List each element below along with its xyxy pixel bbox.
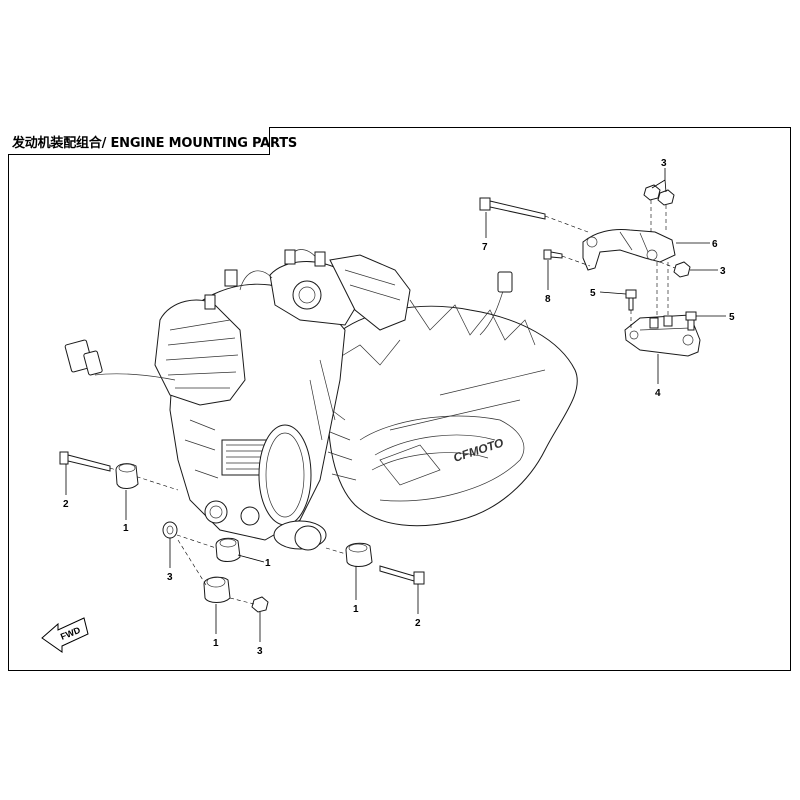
bushing-mid bbox=[215, 537, 241, 562]
bolt-long-left bbox=[59, 451, 179, 491]
title-box: 发动机装配组合/ ENGINE MOUNTING PARTS bbox=[8, 127, 297, 155]
callout-1-bottom: 1 bbox=[213, 638, 219, 649]
bolt-5-right bbox=[685, 311, 697, 331]
callout-5-left: 5 bbox=[590, 288, 596, 299]
rubber-mount-pad bbox=[624, 314, 701, 357]
callout-1-left: 1 bbox=[123, 523, 129, 534]
bolt-long-right bbox=[325, 547, 425, 585]
bushing-right bbox=[345, 542, 373, 567]
guide-bushing-bottom bbox=[177, 539, 207, 586]
washer-left bbox=[162, 521, 178, 539]
callout-3-bottom: 3 bbox=[257, 646, 263, 657]
callout-6: 6 bbox=[712, 239, 718, 250]
page-title: 发动机装配组合/ ENGINE MOUNTING PARTS bbox=[12, 136, 298, 151]
callout-leaders bbox=[65, 168, 726, 642]
callout-1-right: 1 bbox=[353, 604, 359, 615]
fwd-arrow-icon: FWD bbox=[41, 617, 89, 653]
callout-2-left: 2 bbox=[63, 499, 69, 510]
callout-2-right: 2 bbox=[415, 618, 421, 629]
callout-8: 8 bbox=[545, 294, 551, 305]
callout-3-top: 3 bbox=[661, 158, 667, 169]
bolt-5-left bbox=[625, 289, 637, 330]
diagram-frame bbox=[8, 127, 791, 671]
engine-assembly: CFMOTO bbox=[64, 249, 578, 551]
guide-washer bbox=[176, 534, 217, 549]
bolt-long-7 bbox=[479, 197, 589, 233]
callout-5-right: 5 bbox=[729, 312, 735, 323]
nut-pair-top bbox=[643, 184, 675, 232]
callout-4: 4 bbox=[655, 388, 661, 399]
callout-3-right: 3 bbox=[720, 266, 726, 277]
callout-7: 7 bbox=[482, 242, 488, 253]
bolt-short-8 bbox=[543, 249, 591, 267]
callout-1-mid: 1 bbox=[265, 558, 271, 569]
bushing-bottom bbox=[203, 576, 231, 603]
nut-bottom bbox=[251, 596, 269, 613]
callout-3-left: 3 bbox=[167, 572, 173, 583]
bushing-left bbox=[115, 463, 139, 489]
guide-nut bbox=[229, 597, 255, 605]
mount-bracket bbox=[582, 229, 676, 271]
nut-right bbox=[659, 261, 691, 278]
callout-labels: 3 6 3 7 8 5 5 4 2 1 1 3 1 2 1 3 bbox=[63, 158, 735, 657]
